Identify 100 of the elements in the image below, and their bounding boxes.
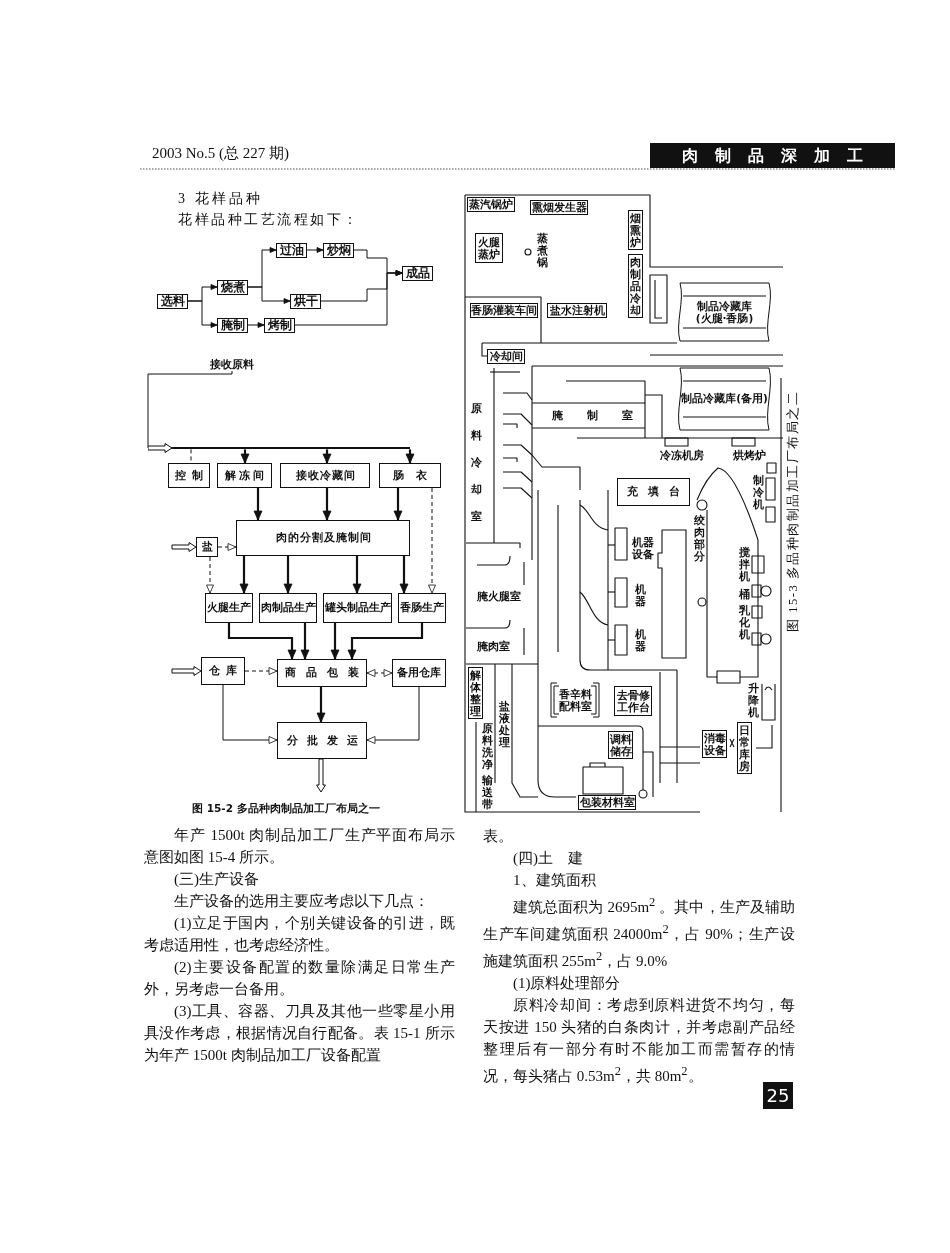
- process-box: 罐头制品生产: [323, 593, 392, 623]
- arrow: [283, 556, 293, 594]
- body-paragraph: (3)工具、容器、刀具及其他一些零星小用具没作考虑，根据情况自行配备。表 15-1 所示为年产 1500t 肉制品加工厂设备配置: [144, 1002, 455, 1065]
- room-label: 烘烤炉: [733, 449, 766, 462]
- arrow: [405, 449, 415, 464]
- equipment-box: 消毒设备: [702, 730, 727, 758]
- arrow: [206, 556, 214, 594]
- machine-label: 机器: [634, 628, 646, 652]
- room-box: 解体整理: [468, 667, 483, 719]
- cold-store-outline: 制品冷藏库(备用): [677, 368, 772, 430]
- arrow: [428, 487, 436, 594]
- arrow: [294, 270, 403, 326]
- arrow: [366, 686, 420, 744]
- room-label: 腌火腿室: [477, 590, 521, 603]
- machine-label: 机器设备: [632, 536, 654, 560]
- intro-text: 花样品种工艺流程如下：: [178, 212, 357, 229]
- arrow: [330, 623, 340, 660]
- room-box: 冷却间: [487, 349, 525, 364]
- equipment-label: 蒸煮锅: [536, 232, 548, 268]
- body-paragraph: (1)立足于国内，个别关键设备的引进，既考虑适用性，也考虑经济性。: [144, 914, 455, 955]
- process-box: 炒焖: [323, 243, 354, 258]
- arrow: [347, 623, 424, 660]
- worktable-box: 去骨修工作台: [614, 686, 652, 716]
- process-box: 肉的分割及腌制间: [236, 520, 410, 556]
- room-label: 盐液处理: [498, 700, 510, 748]
- process-box: 分批发运: [277, 722, 367, 759]
- process-box: 烧煮: [217, 280, 248, 295]
- process-box: 成品: [402, 266, 433, 281]
- section-heading: 3 花样品种: [178, 191, 260, 208]
- figure-caption: 图 15-2 多品种肉制品加工厂布局之一: [192, 802, 380, 815]
- machine-label: 制冷机: [752, 474, 764, 510]
- room-label: 腌肉室: [477, 640, 510, 653]
- process-box: 接收冷藏间: [280, 463, 370, 488]
- process-box: 解冻间: [217, 463, 272, 488]
- process-box: 选料: [157, 294, 188, 309]
- arrow: [244, 667, 278, 675]
- process-box: 烤制: [264, 318, 295, 333]
- room-box: 包装材料室: [578, 795, 636, 810]
- process-box: 肠衣: [379, 463, 441, 488]
- section-banner: 肉制品深加工: [650, 143, 895, 168]
- arrow: [352, 556, 362, 594]
- arrow: [247, 286, 291, 304]
- arrow: [240, 449, 250, 464]
- hollow-arrow: [171, 542, 197, 552]
- machine-label: 搅拌机: [738, 546, 750, 582]
- arrow: [247, 322, 265, 328]
- arrow: [227, 623, 297, 660]
- body-paragraph: 年产 1500t 肉制品加工厂生产平面布局示意图如图 15-4 所示。: [144, 826, 455, 867]
- arrow: [366, 669, 393, 677]
- room-label: 冷冻机房: [660, 449, 704, 462]
- machine-label: 桶: [739, 588, 750, 601]
- machine-label: 乳化机: [738, 604, 750, 640]
- arrow: [322, 488, 332, 521]
- process-box: 仓库: [201, 657, 245, 685]
- process-box: 火腿生产: [205, 593, 253, 623]
- room-box: 香辛料配料室: [550, 682, 600, 718]
- room-label: 输送带: [481, 774, 493, 810]
- cold-store-outline: 制品冷藏库(火腿·香肠): [677, 283, 772, 341]
- room-label: 原料洗净: [481, 722, 493, 770]
- body-paragraph: 建筑总面积为 2695m$^{2}$ 。其中，生产及辅助生产车间建筑面积 24000m$^{2}$，占 90%；生产设施建筑面积 255m$^{2}$，占 9.0%: [483, 894, 795, 971]
- process-box: 香肠生产: [398, 593, 446, 623]
- room-box: 肉制品冷却: [628, 254, 643, 318]
- subheading: 1、建筑面积: [512, 871, 597, 890]
- room-label: 原料冷却室: [470, 401, 482, 524]
- arrow: [187, 300, 218, 328]
- subheading: (四)土 建: [512, 849, 584, 868]
- process-box: 控制: [168, 463, 210, 488]
- room-label: 腌制室: [552, 409, 633, 422]
- body-paragraph: 生产设备的选用主要应考虑以下几点：: [173, 892, 430, 911]
- equipment-box: 盐水注射机: [547, 303, 607, 318]
- page-number: 25: [763, 1082, 793, 1109]
- issue-info: 2003 No.5 (总 227 期): [152, 145, 290, 163]
- arrow: [393, 488, 403, 521]
- subheading: (1)原料处理部分: [512, 974, 622, 993]
- process-box: 腌制: [217, 318, 248, 333]
- room-label: 绞肉部分: [693, 514, 705, 562]
- equipment-box: 熏烟发生器: [530, 200, 588, 215]
- arrow: [322, 449, 332, 464]
- arrow: [300, 623, 310, 660]
- room-box: 调料储存: [608, 731, 633, 759]
- arrow: [399, 556, 409, 594]
- equipment-box: 火腿蒸炉: [475, 233, 503, 263]
- body-paragraph: (2)主要设备配置的数量除满足日常生产外，另考虑一台备用。: [144, 958, 455, 999]
- equipment-box: 蒸汽锅炉: [467, 197, 515, 212]
- equipment-box: 烟熏炉: [628, 210, 643, 250]
- bus-bar: [172, 447, 410, 450]
- arrow: [306, 247, 324, 253]
- arrow: [253, 488, 263, 521]
- process-box: 肉制品生产: [259, 593, 317, 623]
- room-box: 日常库房: [737, 722, 752, 774]
- arrow: [222, 684, 278, 744]
- process-box: 烘干: [290, 294, 321, 309]
- arrow: [316, 687, 326, 723]
- process-box: 商品包装: [277, 659, 367, 687]
- flow-label: 接收原料: [210, 359, 254, 371]
- figure-caption: 图 15-3 多品种肉制品加工厂布局之二: [785, 392, 801, 632]
- body-paragraph: 表。: [483, 827, 514, 846]
- machine-label: 机器: [634, 583, 646, 607]
- worktable-box: 充填台: [617, 478, 690, 506]
- hollow-arrow: [316, 758, 326, 793]
